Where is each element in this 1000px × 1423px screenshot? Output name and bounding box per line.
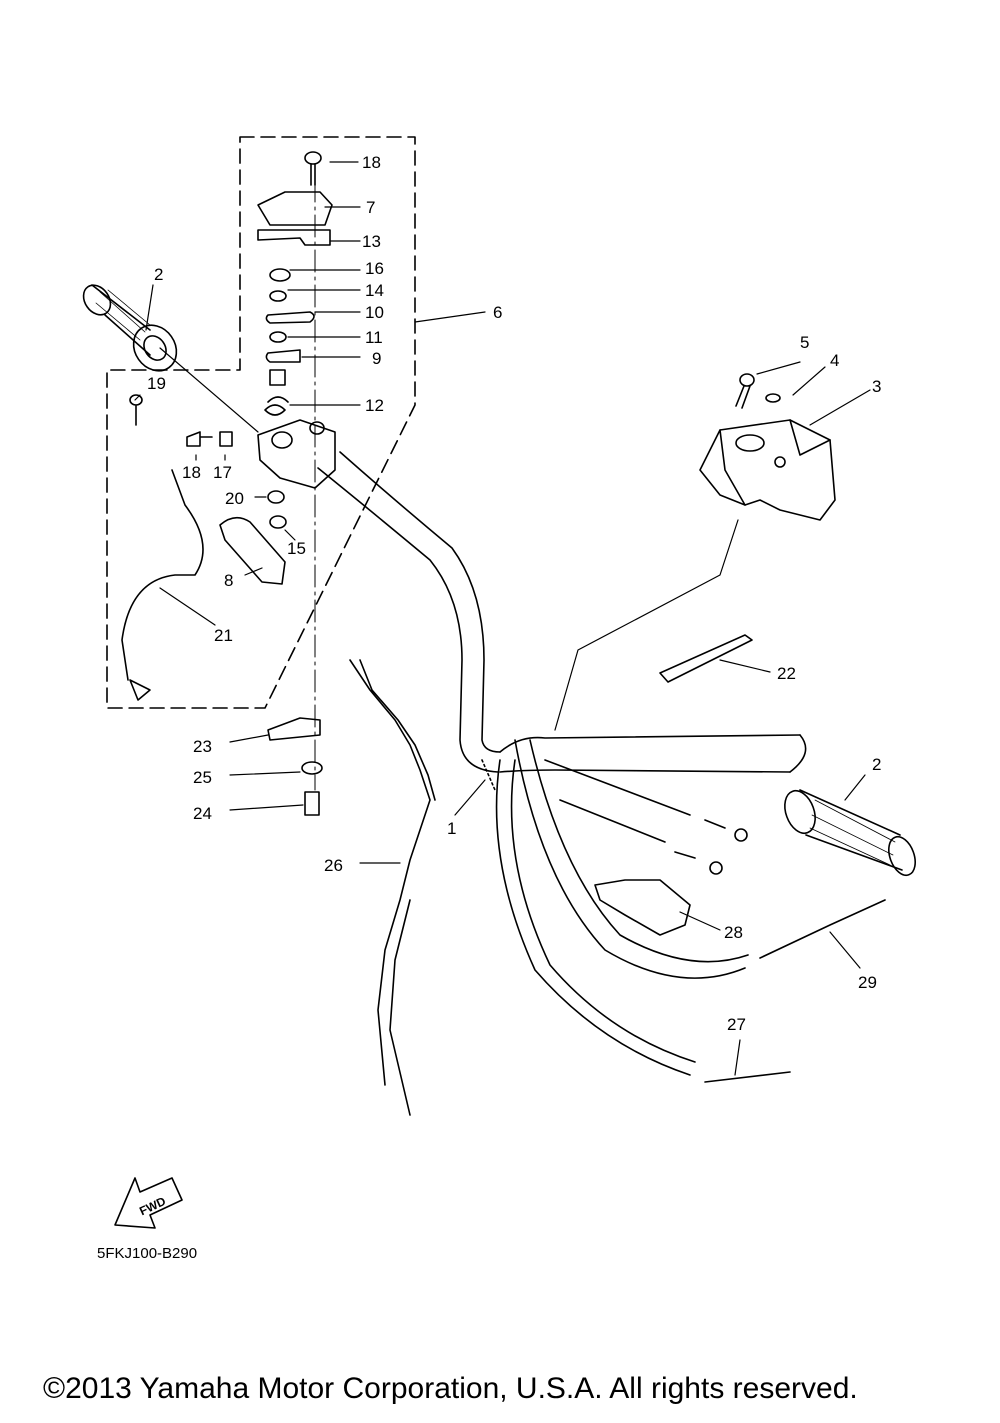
screw-5 [735,373,755,409]
plate-9 [265,349,301,363]
callout-18-left: 18 [182,463,201,482]
throttle-lever-8 [219,516,286,585]
callout-19: 19 [147,374,166,393]
cable-29 [759,899,886,959]
switch-28 [594,879,691,936]
handlebar [317,451,807,791]
washer-15 [269,515,287,529]
callout-18-top: 18 [362,153,381,172]
plate-10 [265,311,315,324]
callout-4: 4 [830,351,839,370]
cable-run-a [495,759,696,1076]
callout-12: 12 [365,396,384,415]
washer-20 [267,490,285,504]
callout-22: 22 [777,664,796,683]
callout-10: 10 [365,303,384,322]
nut-16 [269,268,291,282]
holder-23 [267,717,321,741]
collar [269,369,286,386]
callout-29: 29 [858,973,877,992]
fwd-arrow-icon [114,1177,183,1229]
diagram-code: 5FKJ100-B290 [97,1245,197,1262]
callout-7: 7 [366,198,375,217]
screw-18-top [304,151,322,186]
throttle-cable-26 [349,659,436,1116]
throttle-housing [257,419,336,489]
callout-15: 15 [287,539,306,558]
callout-5: 5 [800,333,809,352]
callout-17: 17 [213,463,232,482]
callout-14: 14 [365,281,384,300]
callout-27: 27 [727,1015,746,1034]
washer-11 [269,331,287,343]
callout-2-right: 2 [872,755,881,774]
cable-27 [704,1071,791,1083]
callout-3: 3 [872,377,881,396]
nut-17 [219,431,233,447]
callout-20: 20 [225,489,244,508]
callout-23: 23 [193,737,212,756]
callout-6: 6 [493,303,502,322]
callout-11: 11 [365,328,383,347]
stop-switch-wire-21 [121,469,204,681]
leader-lines [134,161,871,1076]
washer-14 [269,290,287,302]
washer-4 [765,393,781,403]
washer-25 [301,761,323,775]
cable-run-b [514,739,749,979]
cover-7 [257,191,333,226]
wire-terminal [129,679,151,701]
callout-28: 28 [724,923,743,942]
bolt-18-left [186,431,213,447]
callout-24: 24 [193,804,212,823]
copyright-notice: ©2013 Yamaha Motor Corporation, U.S.A. A… [43,1372,858,1405]
fwd-label: FWD [137,1194,168,1218]
callout-25: 25 [193,768,212,787]
callout-26: 26 [324,856,343,875]
callout-16: 16 [365,259,384,278]
callout-1: 1 [447,819,456,838]
switch-cover [699,419,836,521]
callout-9: 9 [372,349,381,368]
spring-12 [264,396,289,416]
cable-adjusters [544,759,748,875]
callout-21: 21 [214,626,233,645]
left-grip [82,284,178,372]
bolt-24 [304,791,320,816]
callout-13: 13 [362,232,381,251]
assembly-boundary [106,136,416,709]
gasket-13 [257,229,331,246]
cable-band-22 [659,634,753,683]
callout-8: 8 [224,571,233,590]
screw-19 [129,394,143,426]
callout-labels: 1 2 2 3 4 5 6 7 8 9 10 11 12 13 14 15 16… [147,153,881,1034]
right-grip [784,789,916,877]
callout-2-left: 2 [154,265,163,284]
